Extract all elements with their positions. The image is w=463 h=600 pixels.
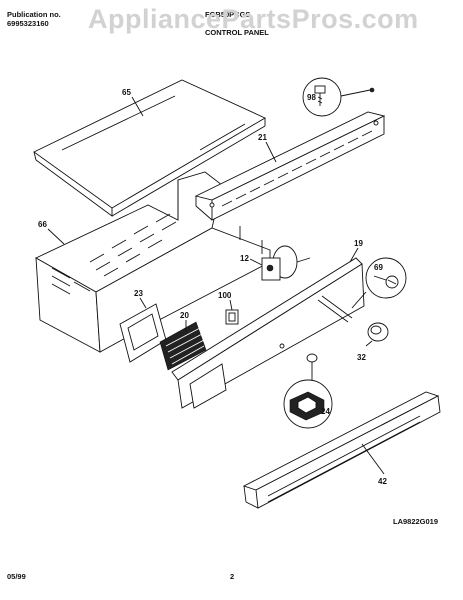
callout-32: 32 <box>357 353 366 362</box>
section-title: CONTROL PANEL <box>205 28 269 37</box>
rail-slots <box>221 130 373 207</box>
footer-date: 05/99 <box>7 572 26 581</box>
callout-42: 42 <box>378 477 387 486</box>
trim-strip-ribs <box>267 415 421 503</box>
callout-19: 19 <box>354 239 363 248</box>
callout-98: 98 <box>307 93 316 102</box>
callout-12: 12 <box>240 254 249 263</box>
publication-label: Publication no. <box>7 10 61 19</box>
panel-display-window <box>189 363 227 409</box>
part-98-screw[interactable] <box>302 77 375 117</box>
part-20-grille[interactable] <box>159 321 207 371</box>
callout-100: 100 <box>218 291 232 300</box>
callout-24: 24 <box>321 407 330 416</box>
part-69-screw[interactable] <box>351 257 407 309</box>
publication-number: 6995323160 <box>7 19 49 28</box>
part-12-switch[interactable] <box>261 245 311 281</box>
part-24-rocker-switch[interactable] <box>283 353 333 429</box>
part-100-clip[interactable] <box>225 309 239 325</box>
callout-23: 23 <box>134 289 143 298</box>
part-callout-labels: 65 21 98 66 12 19 69 23 100 20 32 24 42 <box>38 88 387 486</box>
part-19-control-panel[interactable] <box>171 257 365 409</box>
part-42-trim-strip[interactable] <box>242 391 441 509</box>
part-32-knob[interactable] <box>365 322 389 347</box>
callout-66: 66 <box>38 220 47 229</box>
part-21-bracket-rail[interactable] <box>194 111 386 221</box>
part-65-top-cover[interactable] <box>33 79 266 217</box>
callout-21: 21 <box>258 133 267 142</box>
diagram-code: LA9822G019 <box>393 517 439 526</box>
callout-65: 65 <box>122 88 131 97</box>
watermark: AppliancePartsPros.com <box>88 4 419 34</box>
model-number: FGB50PCGS <box>205 10 251 19</box>
callout-20: 20 <box>180 311 189 320</box>
housing-vent-slots <box>51 213 177 295</box>
callout-69: 69 <box>374 263 383 272</box>
footer-page-number: 2 <box>230 572 235 581</box>
